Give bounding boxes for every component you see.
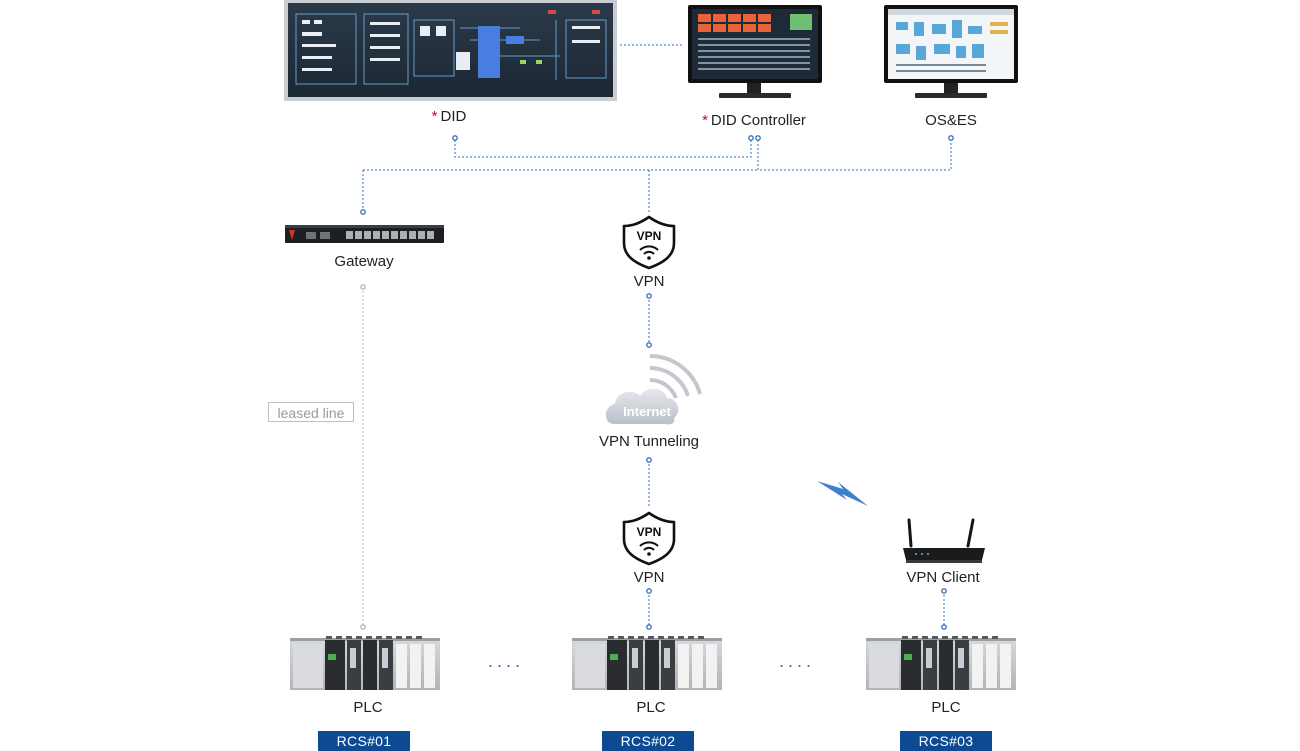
lightning-bolt-icon xyxy=(817,481,868,506)
network-switch-icon xyxy=(285,225,444,243)
plc-racks xyxy=(290,636,1016,690)
connection-dots xyxy=(360,135,954,630)
leased-line-label: leased line xyxy=(268,402,354,422)
did-controller-label-text: DID Controller xyxy=(710,112,806,129)
internet-cloud-icon: Internet xyxy=(605,354,702,425)
did-controller-label: *DID Controller xyxy=(702,112,806,130)
plc-rack-icon xyxy=(290,636,440,690)
did-label: *DID xyxy=(432,108,467,126)
rcs-01-tag: RCS#01 xyxy=(318,731,410,751)
plc-2-label: PLC xyxy=(636,699,666,716)
os-es-label: OS&ES xyxy=(925,112,977,129)
vpn-bottom-badge-text: VPN xyxy=(637,525,662,539)
plc-rack-icon xyxy=(572,636,722,690)
vpn-top-label: VPN xyxy=(633,273,665,290)
did-controller-monitor-icon xyxy=(688,5,822,98)
plc-rack-icon xyxy=(866,636,1016,690)
vpn-shield-icon: VPN xyxy=(622,215,676,270)
ellipsis-1: .... xyxy=(487,651,525,671)
connection-lines xyxy=(362,44,952,627)
control-panel-display-icon xyxy=(284,0,617,101)
did-asterisk: * xyxy=(431,108,438,125)
link-bus-gateway xyxy=(362,169,758,212)
ellipsis-2: .... xyxy=(778,651,816,671)
vpn-top-badge-text: VPN xyxy=(637,229,662,243)
did-controller-asterisk: * xyxy=(702,112,708,129)
vpn-shield-icon: VPN xyxy=(622,511,676,566)
wireless-router-icon xyxy=(903,518,985,563)
vpn-client-label: VPN Client xyxy=(906,569,980,586)
gateway-label: Gateway xyxy=(334,253,394,270)
link-did-controller-osandes xyxy=(757,140,952,171)
vpn-tunneling-label: VPN Tunneling xyxy=(598,433,700,450)
plc-1-label: PLC xyxy=(353,699,383,716)
internet-cloud-text: Internet xyxy=(623,404,671,419)
rcs-03-tag: RCS#03 xyxy=(900,731,992,751)
plc-3-label: PLC xyxy=(931,699,961,716)
link-did-bus xyxy=(454,140,752,158)
os-es-monitor-icon xyxy=(884,5,1018,98)
vpn-bottom-label: VPN xyxy=(633,569,665,586)
rcs-02-tag: RCS#02 xyxy=(602,731,694,751)
did-label-text: DID xyxy=(440,108,467,125)
